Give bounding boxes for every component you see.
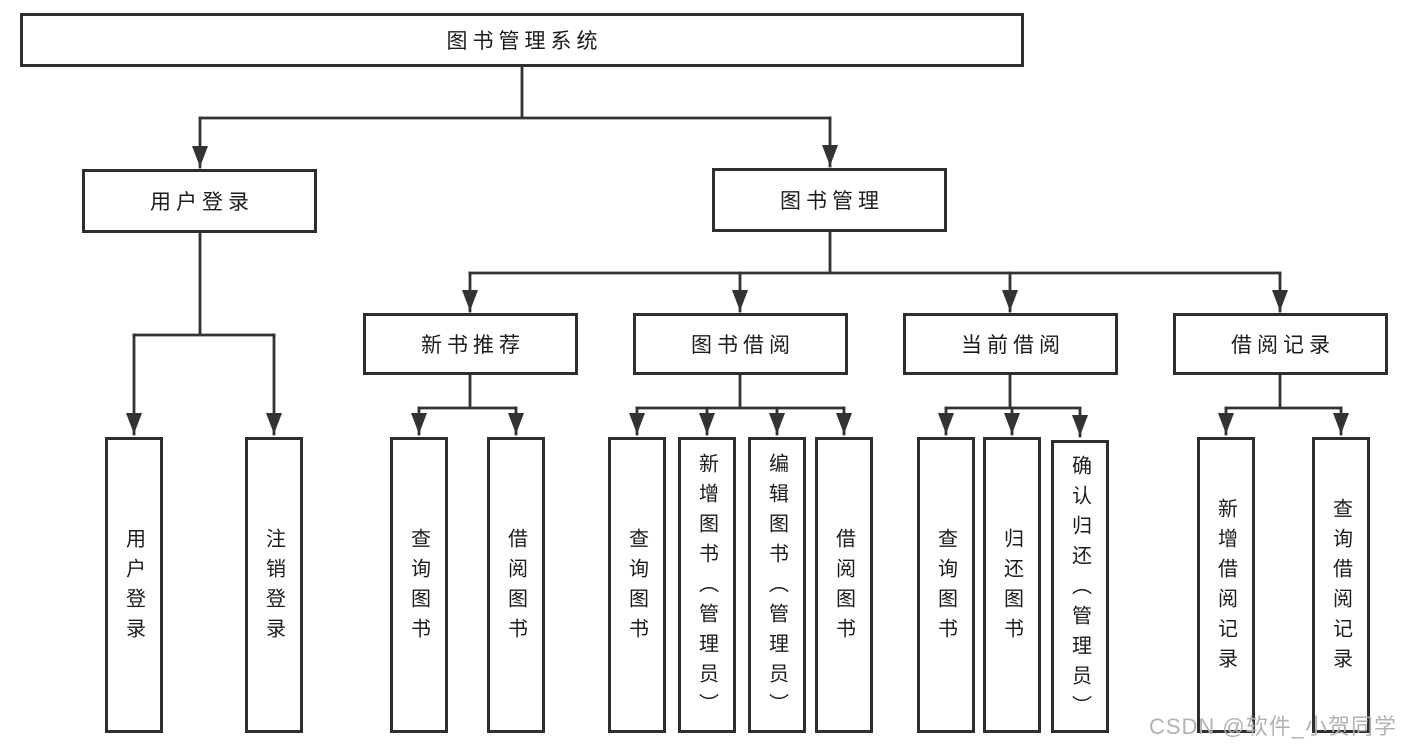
leaf-bb-query-books: 查询图书 [608, 437, 666, 733]
connector-current-to-leaves [938, 373, 1088, 438]
leaf-br-query-record: 查询借阅记录 [1312, 437, 1370, 733]
leaf-br-add-record: 新增借阅记录 [1197, 437, 1255, 733]
node-root-title: 图书管理系统 [20, 13, 1024, 67]
leaf-logout: 注销登录 [245, 437, 303, 733]
node-new-book-recommendation: 新书推荐 [363, 313, 578, 375]
leaf-cb-query-books: 查询图书 [917, 437, 975, 733]
leaf-nbr-query-books: 查询图书 [390, 437, 448, 733]
node-current-borrowing: 当前借阅 [903, 313, 1118, 375]
node-user-login: 用户登录 [82, 169, 317, 233]
leaf-bb-edit-books-admin: 编辑图书（管理员） [748, 437, 806, 733]
leaf-bb-borrow-books: 借阅图书 [815, 437, 873, 733]
connector-borrowing-to-leaves [629, 373, 852, 436]
node-book-borrowing: 图书借阅 [633, 313, 848, 375]
watermark-text: CSDN @软件_小贺同学 [1148, 714, 1397, 739]
connector-root-to-branches [192, 65, 838, 169]
leaf-nbr-borrow-books: 借阅图书 [487, 437, 545, 733]
node-borrowing-records: 借阅记录 [1173, 313, 1388, 375]
node-book-management: 图书管理 [712, 168, 947, 232]
connector-book-to-groups [462, 230, 1288, 313]
connector-records-to-leaves [1218, 373, 1349, 436]
leaf-cb-confirm-return-admin: 确认归还（管理员） [1051, 440, 1109, 733]
connector-user-to-leaves [126, 231, 282, 436]
connector-new-book-to-leaves [411, 373, 524, 436]
leaf-user-login: 用户登录 [105, 437, 163, 733]
leaf-cb-return-books: 归还图书 [983, 437, 1041, 733]
leaf-bb-add-books-admin: 新增图书（管理员） [678, 437, 736, 733]
